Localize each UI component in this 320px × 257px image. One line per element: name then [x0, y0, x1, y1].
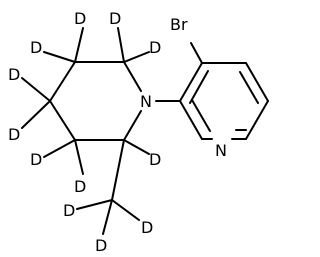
pyridine-double-bond	[189, 70, 209, 104]
c-d-bond	[102, 199, 113, 235]
d-label: D	[8, 125, 20, 144]
c-methyl-bond	[111, 139, 125, 201]
bonds	[21, 27, 269, 235]
c-d-bond	[74, 27, 84, 63]
pyridine-bond	[245, 62, 269, 102]
n-piperidine-label: N	[140, 92, 152, 111]
d-label: D	[149, 38, 161, 57]
c-d-bond	[76, 199, 113, 210]
atom-labels: Br N N D D D D D D D D D D D D	[8, 9, 227, 255]
piperidine-bond	[49, 61, 76, 102]
pyridine-bond	[245, 100, 269, 140]
d-label: D	[8, 65, 20, 84]
piperidine-bond	[123, 110, 142, 141]
c-d-bond	[21, 77, 51, 102]
d-label: D	[30, 150, 42, 169]
c-d-bond	[117, 27, 125, 63]
pyridine-double-bond	[239, 71, 259, 104]
pyridine-bond	[179, 62, 203, 102]
c-d-bond	[21, 100, 51, 129]
d-label: D	[95, 236, 107, 255]
d-label: D	[74, 177, 86, 196]
piperidine-bond	[49, 100, 76, 141]
d-label: D	[109, 9, 121, 28]
c-d-bond	[43, 51, 76, 63]
c-br-bond	[190, 42, 203, 64]
d-label: D	[30, 38, 42, 57]
pyridine-bond	[179, 100, 203, 140]
d-label: D	[149, 150, 161, 169]
n-pyridine-label: N	[215, 141, 227, 160]
c-d-bond	[43, 139, 76, 158]
c-d-bond	[123, 51, 150, 63]
d-label: D	[74, 9, 86, 28]
d-label: D	[141, 218, 153, 237]
d-label: D	[63, 201, 75, 220]
pyridine-double-bond	[191, 99, 211, 132]
c-d-bond	[74, 139, 84, 175]
br-label: Br	[170, 15, 188, 34]
c-d-bond	[111, 199, 140, 221]
piperidine-bond	[123, 61, 142, 92]
c-d-bond	[123, 139, 150, 155]
chemical-structure-diagram: Br N N D D D D D D D D D D D D	[8, 9, 269, 255]
